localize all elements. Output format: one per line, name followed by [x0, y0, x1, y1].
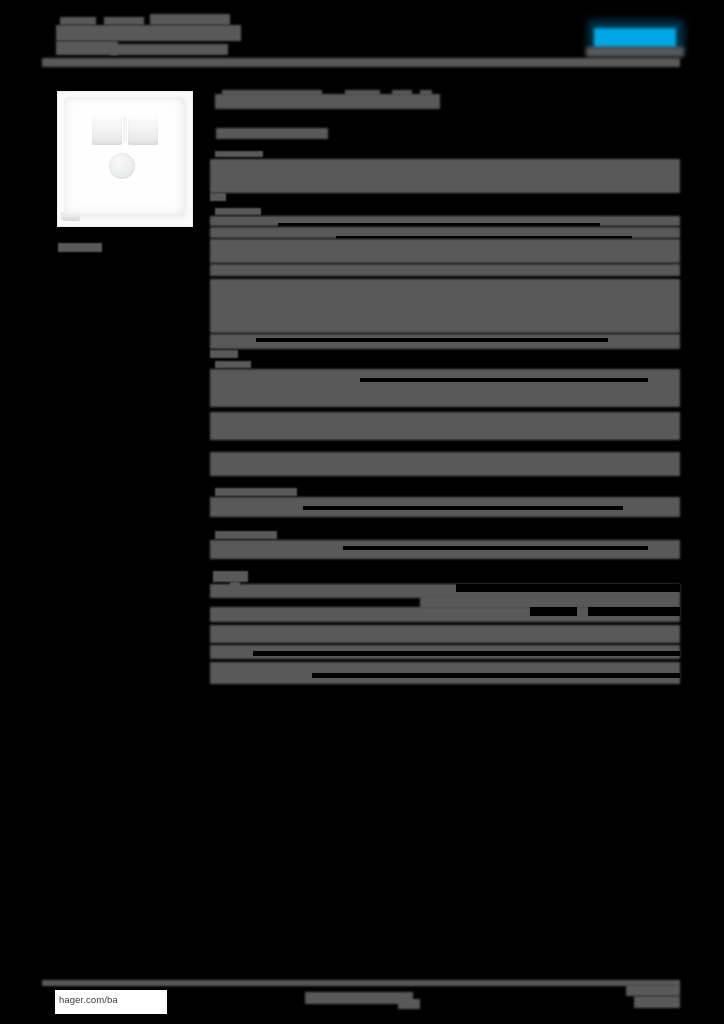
section-2-row-4: [210, 264, 680, 276]
page-title-ascenders-4: [420, 90, 432, 95]
section-2-block-body: [210, 279, 680, 333]
section-3-row-1: [210, 369, 680, 407]
section-2-row-1-leader-gap: [278, 223, 600, 227]
section-5-row-1-leader-gap: [343, 546, 648, 550]
footer-divider: [42, 980, 680, 986]
product-screw: [63, 212, 80, 221]
footer-url-box[interactable]: hager.com/ba: [55, 990, 167, 1014]
page-title-ascenders-2: [345, 90, 380, 95]
section-6-row-6-leader-gap: [312, 673, 680, 678]
product-lens-right: [128, 115, 158, 145]
header-subtitle-extra: [110, 44, 228, 55]
product-lens-divider: [123, 117, 127, 143]
section-3-row-2: [210, 412, 680, 440]
footer-center-text-tail: [398, 999, 420, 1009]
section-3-heading: [215, 361, 251, 368]
section-3-row-2-leader-gap: [265, 449, 680, 453]
footer-page-number-2: [634, 996, 680, 1008]
section-6-row-3-gap: [530, 607, 577, 616]
section-6-row-2: [420, 596, 680, 608]
header-title-line-2: [104, 17, 144, 25]
page-title-ascenders: [222, 90, 322, 95]
section-2-row-6: [210, 350, 238, 358]
section-2-row-1: [210, 216, 680, 226]
footer-url[interactable]: hager.com/ba: [59, 995, 118, 1006]
hager-logo: [594, 28, 676, 48]
page-title-ascenders-3: [392, 90, 412, 95]
hager-logo-underline: [586, 47, 684, 57]
section-6-row-4: [210, 625, 680, 643]
section-6-row-1-leader-gap: [456, 584, 680, 592]
section-2-row-2: [210, 227, 680, 238]
product-device-body: [64, 97, 184, 215]
page-title: [215, 94, 440, 109]
product-lens-left: [92, 115, 122, 145]
section-6-row-5-leader-gap: [253, 651, 680, 656]
section-1-paragraph: [210, 159, 680, 193]
section-6-row-3-gap-2: [588, 607, 680, 616]
footer-page-number: [626, 985, 680, 996]
section-2-row-2-leader-gap: [336, 236, 632, 240]
header-subtitle: [56, 41, 118, 55]
section-4-heading: [215, 488, 297, 496]
section-5-heading: [215, 531, 277, 539]
footer-center-text: [305, 992, 413, 1004]
section-6-heading: [213, 571, 248, 582]
section-1-paragraph-tail: [210, 193, 226, 201]
section-3-row-3: [210, 452, 680, 476]
section-2-heading: [215, 208, 261, 215]
product-device-face: [76, 105, 172, 203]
section-3-row-1-leader-gap: [360, 378, 648, 382]
product-image-frame: [57, 91, 193, 227]
header-divider: [42, 58, 680, 67]
section-2-row-3: [210, 239, 680, 263]
header-title-line-1: [60, 17, 96, 25]
section-1-heading: [215, 151, 263, 157]
page-subtitle: [216, 128, 328, 139]
product-image-caption: [58, 243, 102, 252]
header-title-line-3: [150, 14, 230, 25]
product-lens-block: [92, 115, 158, 145]
product-sensor-eye: [109, 153, 135, 179]
header-title-line-4: [56, 25, 241, 41]
section-4-row-1-leader-gap: [303, 506, 623, 510]
section-2-row-5-leader-gap: [256, 338, 608, 342]
